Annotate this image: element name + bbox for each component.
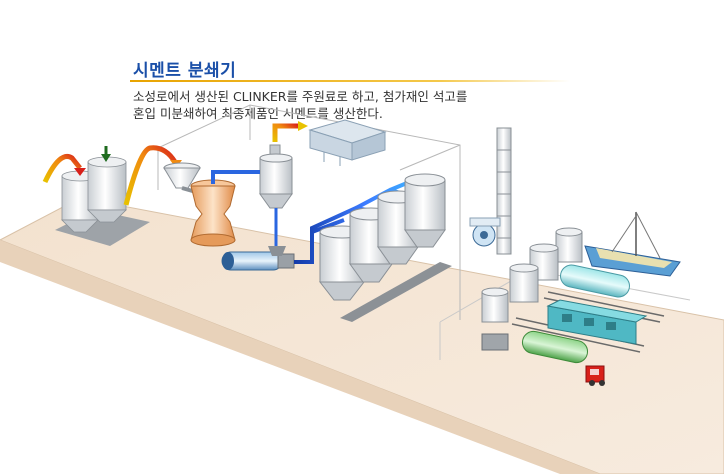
ship-icon [584,211,681,277]
tank-truck-icon [521,264,630,364]
yard-silo-icon [481,227,583,351]
gypsum-silo-icon [87,156,127,223]
fan-icon [469,217,501,247]
screw-conveyor-icon [221,246,295,271]
description-line-2: 혼입 미분쇄하여 최종제품인 시멘트를 생산한다. [133,106,383,121]
silo-distribution-pipe [294,173,437,264]
train-icon [546,299,648,345]
ball-mill-icon [190,179,236,247]
separator-icon [259,144,293,209]
feed-hopper-icon [163,162,211,198]
page-title: 시멘트 분쇄기 [133,61,237,81]
description-line-1: 소성로에서 생산된 CLINKER를 주원료로 하고, 첨가재인 석고를 [133,89,468,104]
conveyor-pipe [123,145,178,206]
clinker-feed-arrow [42,154,82,184]
separator-feed-pipe [272,123,300,142]
truck-icon [585,365,605,386]
dust-collector-icon [308,119,387,166]
mill-to-separator-pipe [211,170,260,184]
title-underline [130,80,570,82]
cement-silo-icon [318,173,452,322]
chimney-icon [496,127,512,255]
